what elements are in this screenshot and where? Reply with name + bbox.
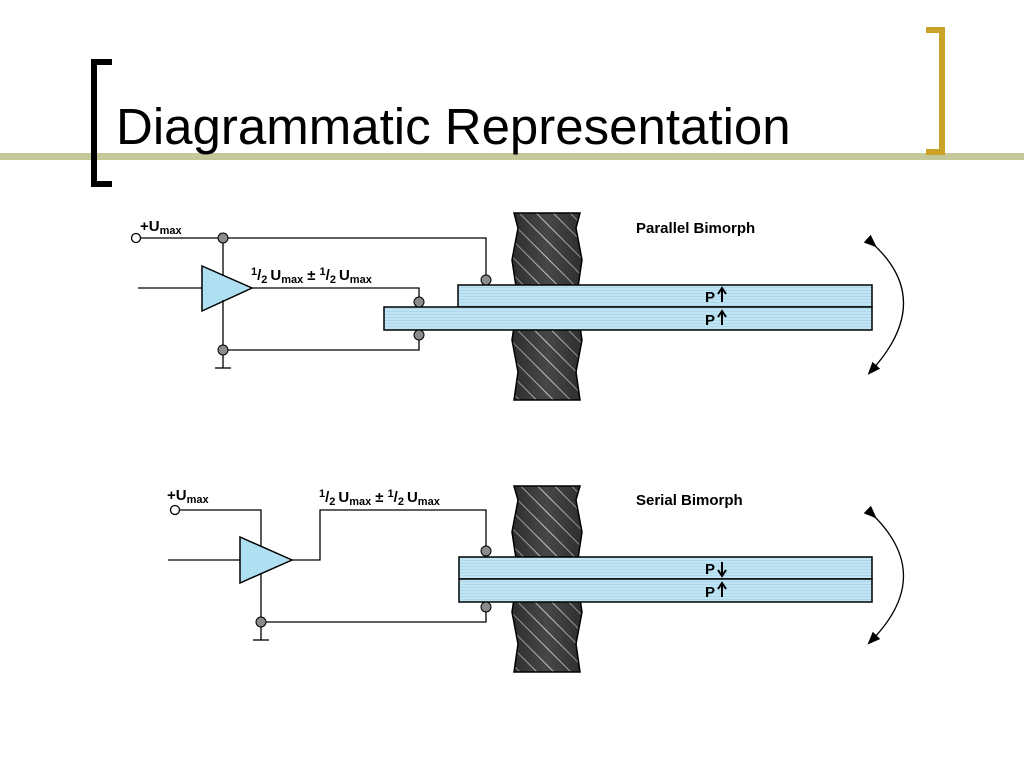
serial-supply-label: +Umax bbox=[167, 487, 209, 506]
serial-bimorph-label: Serial Bimorph bbox=[636, 492, 743, 509]
amplifier-icon bbox=[239, 535, 294, 585]
supply-terminal bbox=[130, 232, 142, 244]
deflection-arrow-icon bbox=[863, 234, 904, 375]
arrow-up-icon bbox=[717, 581, 727, 597]
left-bracket bbox=[91, 59, 112, 187]
node bbox=[217, 344, 229, 356]
electrode-contact bbox=[413, 296, 425, 308]
electrode-contact bbox=[413, 329, 425, 341]
node bbox=[217, 232, 229, 244]
serial-pol-upper: P bbox=[705, 561, 715, 578]
arrow-up-icon bbox=[717, 286, 727, 302]
arrow-up-icon bbox=[717, 309, 727, 325]
serial-layer-lower bbox=[458, 578, 873, 603]
arrow-down-icon bbox=[717, 562, 727, 578]
node bbox=[255, 616, 267, 628]
parallel-bimorph-label: Parallel Bimorph bbox=[636, 220, 755, 237]
parallel-pol-lower: P bbox=[705, 312, 715, 329]
page-title: Diagrammatic Representation bbox=[116, 98, 791, 155]
electrode-contact bbox=[480, 601, 492, 613]
parallel-supply-label: +Umax bbox=[140, 218, 182, 237]
electrode-contact bbox=[480, 274, 492, 286]
electrode-contact bbox=[480, 545, 492, 557]
parallel-layer-upper bbox=[457, 284, 873, 308]
right-bracket bbox=[926, 27, 945, 155]
serial-pol-lower: P bbox=[705, 584, 715, 601]
parallel-layer-lower bbox=[383, 306, 873, 331]
amplifier-icon bbox=[201, 264, 254, 313]
parallel-pol-upper: P bbox=[705, 289, 715, 306]
supply-terminal bbox=[169, 504, 181, 516]
deflection-arrow-icon bbox=[863, 505, 904, 645]
serial-layer-upper bbox=[458, 556, 873, 580]
olive-rule bbox=[0, 153, 1024, 160]
